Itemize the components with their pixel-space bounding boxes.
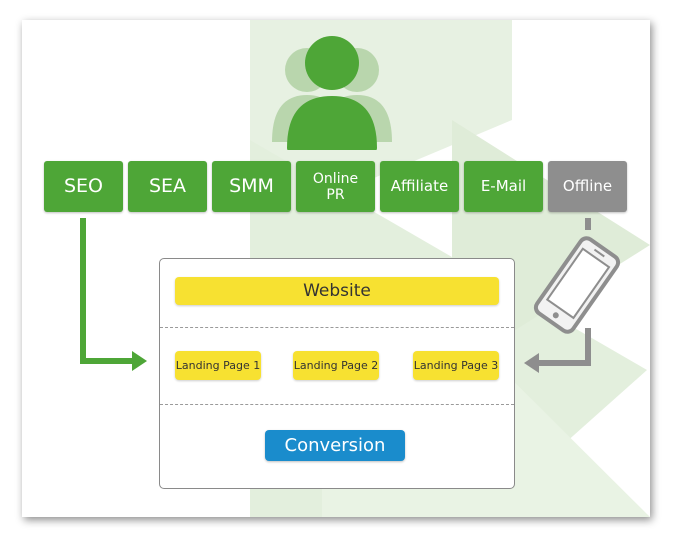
landing-page-label: Landing Page 3 — [413, 359, 499, 372]
channel-online-pr[interactable]: Online PR — [296, 161, 375, 212]
diagram-frame: SEO SEA SMM Online PR Affiliate E-Mail O… — [22, 20, 650, 517]
conversion-label: Conversion — [284, 435, 386, 456]
channel-label: SEA — [148, 175, 187, 197]
channel-label: SMM — [229, 175, 274, 197]
landing-page-1[interactable]: Landing Page 1 — [175, 351, 261, 380]
channel-label: E-Mail — [480, 177, 527, 195]
divider — [160, 327, 514, 328]
mobile-phone-icon — [533, 236, 621, 334]
channel-email[interactable]: E-Mail — [464, 161, 543, 212]
divider — [160, 404, 514, 405]
landing-page-label: Landing Page 2 — [293, 359, 379, 372]
channel-label: SEO — [63, 175, 104, 197]
channel-smm[interactable]: SMM — [212, 161, 291, 212]
channel-label: Offline — [562, 177, 613, 195]
users-group-icon — [272, 36, 392, 150]
channel-affiliate[interactable]: Affiliate — [380, 161, 459, 212]
landing-page-2[interactable]: Landing Page 2 — [293, 351, 379, 380]
channel-sea[interactable]: SEA — [128, 161, 207, 212]
conversion-button[interactable]: Conversion — [265, 430, 405, 461]
seo-flow-arrow — [80, 218, 147, 371]
offline-flow-arrow — [524, 218, 591, 373]
channel-offline[interactable]: Offline — [548, 161, 627, 212]
landing-page-label: Landing Page 1 — [175, 359, 261, 372]
channel-label: Online PR — [312, 170, 359, 203]
website-bar[interactable]: Website — [175, 277, 499, 305]
channel-seo[interactable]: SEO — [44, 161, 123, 212]
website-funnel: Website Landing Page 1 Landing Page 2 La… — [159, 258, 515, 489]
channel-label: Affiliate — [390, 177, 449, 195]
landing-page-3[interactable]: Landing Page 3 — [413, 351, 499, 380]
flow-arrows — [80, 218, 591, 373]
website-label: Website — [303, 281, 371, 301]
